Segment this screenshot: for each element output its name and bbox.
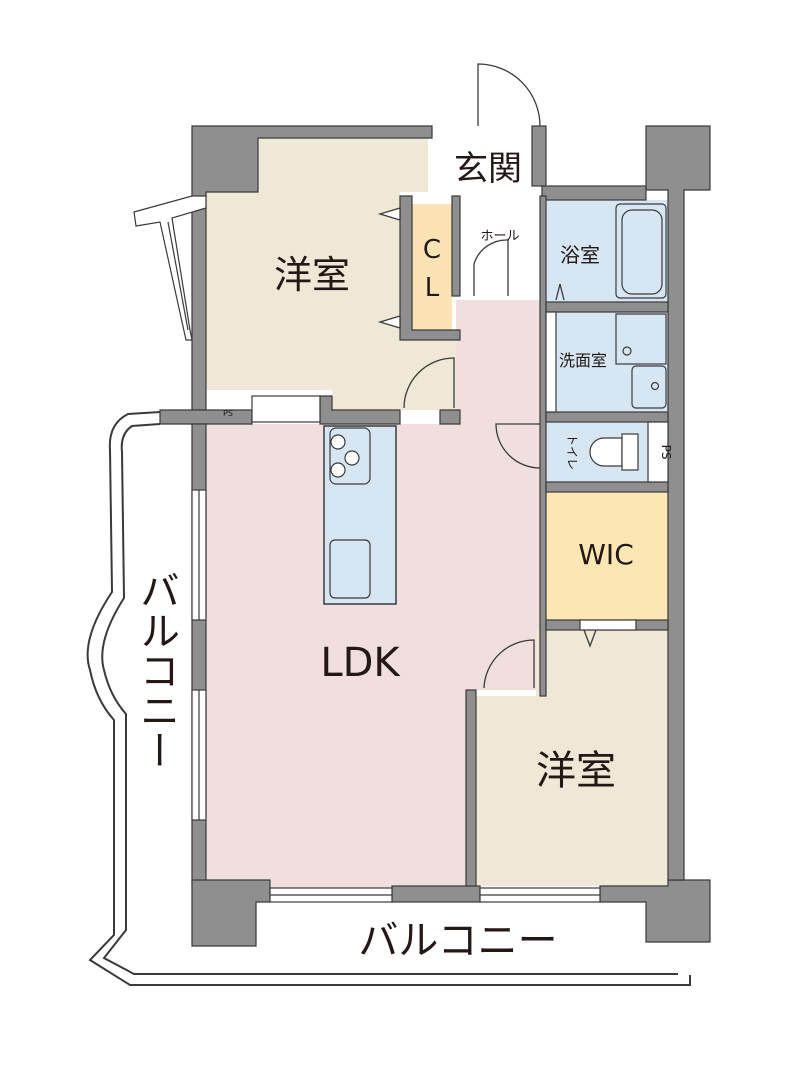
fixtures: [329, 203, 667, 599]
burner-icon: [330, 434, 346, 450]
toilet-bowl: [589, 437, 623, 467]
toilet-label: トイレ: [565, 434, 579, 470]
washstand: [615, 313, 667, 365]
closet-label-c: C: [423, 235, 441, 265]
labels: 洋室 C L 玄関 ホール 浴室 洗面室 トイレ PS PS WIC LDK 洋…: [133, 149, 673, 964]
hall-label: ホール: [480, 229, 519, 244]
pipe-space-right-label: PS: [659, 445, 673, 460]
bathroom-label: 浴室: [560, 243, 600, 267]
burner-icon: [330, 462, 346, 478]
closet-floor: [412, 204, 452, 330]
doors: [377, 63, 597, 689]
kitchen-sink: [329, 539, 371, 599]
washbasin: [631, 365, 667, 409]
balcony-bottom-label: バルコニー: [358, 918, 557, 964]
western-room-1-floor: [206, 138, 456, 410]
balcony-left-label: バルコニー: [133, 570, 179, 770]
ldk-label: LDK: [320, 640, 401, 686]
balcony-left-outline: [86, 411, 691, 986]
burner-icon: [344, 450, 360, 466]
bay-window: [133, 195, 207, 341]
pipe-space-small-label: PS: [223, 409, 233, 418]
hall-floor: [460, 196, 540, 300]
closet-label-l: L: [425, 273, 440, 303]
entrance-label: 玄関: [454, 149, 522, 189]
western-room-2-floor: [476, 630, 668, 886]
wic-label: WIC: [578, 538, 634, 571]
western-room-2-label: 洋室: [536, 748, 616, 794]
entrance-floor: [436, 138, 542, 196]
western-room-1-label: 洋室: [274, 253, 350, 297]
windows: [191, 395, 637, 903]
washroom-label: 洗面室: [559, 351, 607, 370]
wic-floor: [546, 492, 668, 620]
